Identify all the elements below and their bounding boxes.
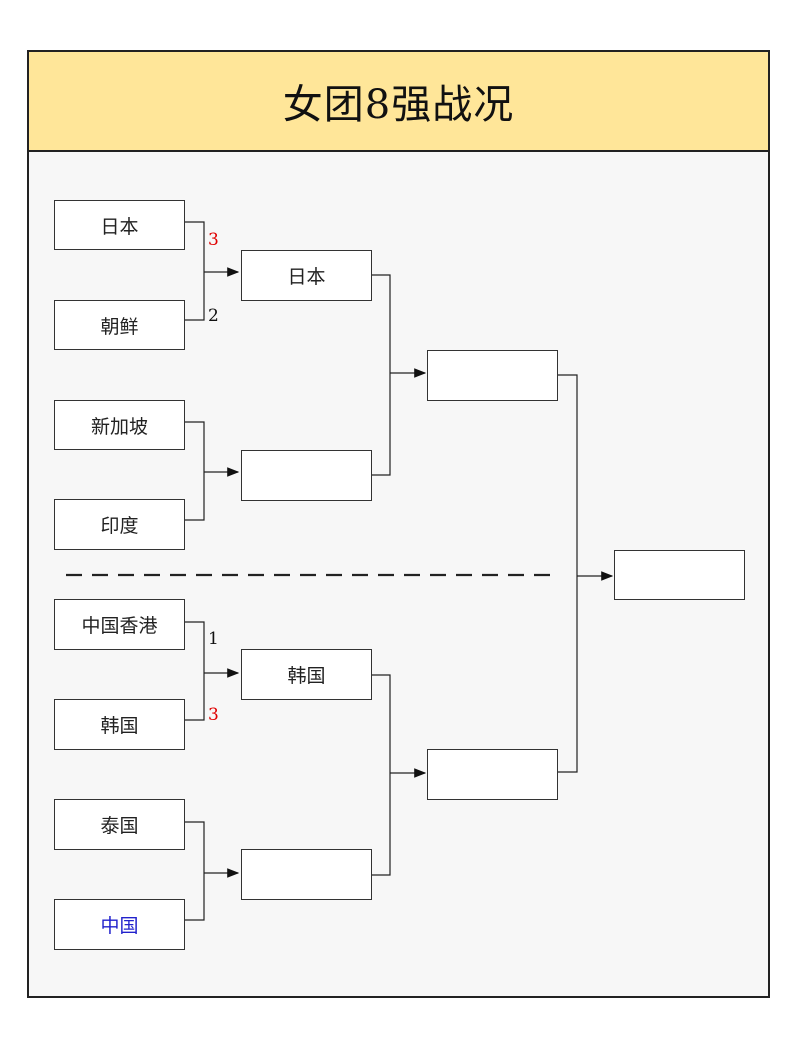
team-slot-bottom-1: 中国香港	[54, 599, 185, 650]
team-slot-bottom-2: 韩国	[54, 699, 185, 750]
team-slot-bottom-3: 泰国	[54, 799, 185, 850]
title-bar: 女团8强战况	[29, 52, 768, 152]
connector-top-qf2	[185, 421, 205, 521]
connector-top-sf	[372, 274, 391, 476]
score-bottom-1: 1	[208, 629, 219, 649]
semifinal-slot-4	[241, 849, 372, 900]
connector-bottom-sf	[372, 674, 391, 876]
team-slot-top-2: 朝鲜	[54, 300, 185, 350]
champion-slot	[614, 550, 745, 600]
score-top-1: 3	[208, 230, 219, 250]
team-slot-top-3: 新加坡	[54, 400, 185, 450]
team-slot-top-4: 印度	[54, 499, 185, 550]
score-top-2: 2	[208, 306, 219, 326]
semifinal-slot-1: 日本	[241, 250, 372, 301]
team-slot-top-1: 日本	[54, 200, 185, 250]
score-bottom-2: 3	[208, 705, 219, 725]
final-slot-2	[427, 749, 558, 800]
final-slot-1	[427, 350, 558, 401]
connector-final	[558, 374, 578, 773]
page-title: 女团8强战况	[282, 82, 515, 128]
connector-top-qf1	[185, 221, 205, 321]
team-slot-bottom-4: 中国	[54, 899, 185, 950]
semifinal-slot-2	[241, 450, 372, 501]
connector-bottom-qf2	[185, 821, 205, 921]
semifinal-slot-3: 韩国	[241, 649, 372, 700]
connector-bottom-qf1	[185, 621, 205, 721]
